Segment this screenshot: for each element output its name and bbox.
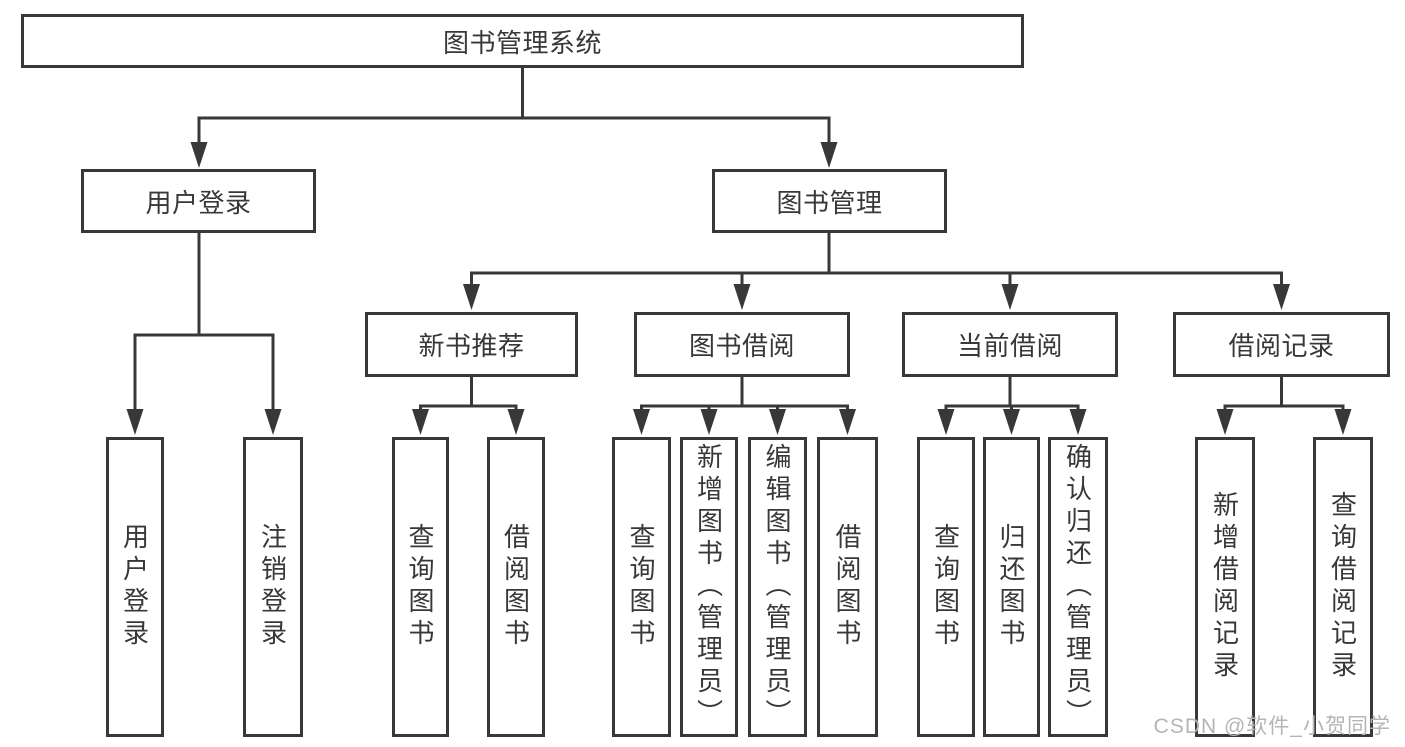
node-label: 查询图书 (626, 523, 656, 651)
connector-borrow-records-to-leaves (1223, 372, 1345, 415)
node-label: 查询图书 (405, 523, 435, 651)
arrowhead (463, 284, 480, 310)
node-label: 查询借阅记录 (1327, 491, 1358, 683)
arrowhead (839, 409, 856, 435)
node-user-login: 用户登录 (81, 169, 316, 233)
node-label: 用户登录 (145, 187, 252, 218)
arrowhead (264, 409, 282, 435)
node-label: 用户登录 (119, 523, 150, 651)
node-label: 借阅记录 (1228, 331, 1335, 361)
node-label: 确认归还（管理员） (1062, 443, 1093, 731)
connector-root-to-level2 (197, 63, 831, 148)
node-current-borrowing: 当前借阅 (902, 312, 1118, 377)
leaf-borrow-edit-books-admin: 编辑图书（管理员） (748, 437, 807, 737)
arrowhead (733, 284, 751, 310)
node-label: 编辑图书（管理员） (762, 443, 792, 731)
leaf-logout: 注销登录 (243, 437, 303, 737)
arrowhead (1334, 409, 1352, 435)
leaf-records-search-borrow-record: 查询借阅记录 (1313, 437, 1373, 737)
arrowhead (507, 409, 525, 435)
arrowhead (1216, 409, 1234, 435)
leaf-borrow-borrow-books: 借阅图书 (817, 437, 878, 737)
node-label: 当前借阅 (956, 331, 1063, 361)
leaf-records-add-borrow-record: 新增借阅记录 (1195, 437, 1255, 737)
node-label: 新书推荐 (418, 331, 525, 361)
leaf-newbook-borrow-books: 借阅图书 (487, 437, 545, 737)
leaf-current-return-books: 归还图书 (983, 437, 1040, 737)
arrowhead (937, 409, 955, 435)
leaf-current-search-books: 查询图书 (917, 437, 975, 737)
arrowhead (1273, 284, 1290, 310)
node-label: 新增图书（管理员） (693, 443, 724, 731)
node-label: 查询图书 (930, 523, 961, 651)
node-label: 归还图书 (996, 523, 1026, 651)
node-borrowing-records: 借阅记录 (1173, 312, 1390, 377)
node-label: 图书借阅 (688, 331, 795, 361)
arrowhead (126, 409, 144, 435)
node-book-borrowing: 图书借阅 (634, 312, 850, 377)
node-label: 借阅图书 (500, 523, 531, 651)
node-label: 注销登录 (257, 523, 288, 651)
leaf-current-confirm-return-admin: 确认归还（管理员） (1048, 437, 1108, 737)
arrowhead (700, 409, 718, 435)
node-new-book-recommendation: 新书推荐 (365, 312, 578, 377)
node-book-management: 图书管理 (712, 169, 947, 233)
connector-book-management-to-level3 (470, 228, 1283, 290)
connector-new-book-to-leaves (419, 372, 518, 415)
connector-book-borrow-to-leaves (640, 372, 849, 415)
arrowhead (1069, 409, 1087, 435)
leaf-borrow-search-books: 查询图书 (612, 437, 671, 737)
node-label: 图书管理系统 (442, 27, 602, 58)
csdn-watermark: CSDN @软件_小贺同学 (1153, 715, 1391, 738)
arrowhead (633, 409, 650, 435)
leaf-borrow-add-books-admin: 新增图书（管理员） (680, 437, 738, 737)
arrowhead (1003, 409, 1020, 435)
node-label: 新增借阅记录 (1209, 491, 1240, 683)
arrowhead (820, 142, 838, 168)
node-label: 图书管理 (776, 187, 883, 218)
node-root-library-management-system: 图书管理系统 (21, 14, 1024, 68)
leaf-newbook-search-books: 查询图书 (392, 437, 449, 737)
arrowhead (1001, 284, 1019, 310)
arrowhead (190, 142, 208, 168)
node-label: 借阅图书 (832, 523, 862, 651)
arrowhead (412, 409, 429, 435)
connector-user-login-to-leaves (133, 228, 275, 415)
leaf-user-login: 用户登录 (106, 437, 164, 737)
arrowhead (769, 409, 786, 435)
connector-current-borrow-to-leaves (944, 372, 1080, 415)
